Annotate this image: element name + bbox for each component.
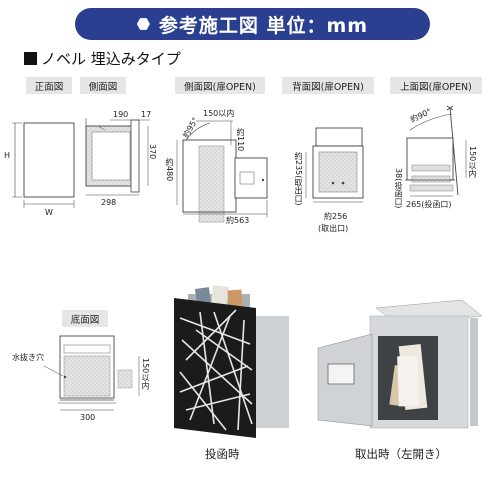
dim-top-150: 150以内 bbox=[468, 146, 477, 178]
label-front-view: 正面図 bbox=[26, 77, 72, 94]
dim-open-563: 約563 bbox=[226, 216, 250, 225]
product-photo-insert bbox=[174, 285, 289, 438]
square-bullet-icon bbox=[24, 52, 37, 65]
dim-side-190: 190 bbox=[113, 110, 129, 119]
label-bottom-view: 底面図 bbox=[62, 310, 108, 327]
product-subtitle: ノベル 埋込みタイプ bbox=[24, 48, 181, 69]
product-photo-takeout bbox=[317, 299, 483, 429]
back-open-view-drawing bbox=[305, 127, 364, 203]
dim-back-235: 約235(取出口) bbox=[294, 152, 303, 206]
front-view-drawing bbox=[12, 122, 75, 208]
dim-side-370: 370 bbox=[148, 144, 157, 160]
dim-open-110: 約110 bbox=[236, 128, 245, 152]
hexagon-icon bbox=[136, 18, 150, 30]
dim-back-takeout: (取出口) bbox=[318, 224, 349, 233]
side-open-view-drawing bbox=[176, 120, 268, 223]
side-view-drawing bbox=[85, 118, 150, 196]
dim-back-256: 約256 bbox=[324, 212, 348, 221]
dim-bottom-drain: 水抜き穴 bbox=[12, 353, 44, 362]
dim-side-298: 298 bbox=[101, 198, 117, 207]
dim-front-h: H bbox=[4, 151, 11, 160]
header-bar: 参考施工図 単位：mm bbox=[75, 8, 430, 40]
label-top-open-view: 上面図(扉OPEN) bbox=[390, 77, 482, 94]
dim-top-265: 265(投函口) bbox=[406, 200, 452, 209]
label-side-view: 側面図 bbox=[80, 77, 126, 94]
bottom-view-drawing bbox=[43, 335, 140, 411]
header-title: 参考施工図 単位：mm bbox=[158, 14, 369, 37]
caption-insert: 投函時 bbox=[205, 447, 240, 461]
label-side-open-view: 側面図(扉OPEN) bbox=[175, 77, 265, 94]
dim-front-w: W bbox=[45, 208, 53, 217]
top-open-view-drawing bbox=[405, 105, 467, 197]
dim-bottom-300: 300 bbox=[80, 413, 96, 422]
dim-bottom-150: 150以内 bbox=[141, 358, 150, 390]
caption-takeout: 取出時（左開き） bbox=[355, 447, 447, 461]
dim-top-38: 38(投函口) bbox=[394, 168, 403, 209]
dim-side-17: 17 bbox=[141, 110, 152, 119]
dim-open-480: 約480 bbox=[165, 158, 174, 182]
label-back-open-view: 背面図(扉OPEN) bbox=[282, 77, 374, 94]
dim-open-150: 150以内 bbox=[203, 109, 235, 118]
subtitle-text: ノベル 埋込みタイプ bbox=[41, 50, 181, 68]
